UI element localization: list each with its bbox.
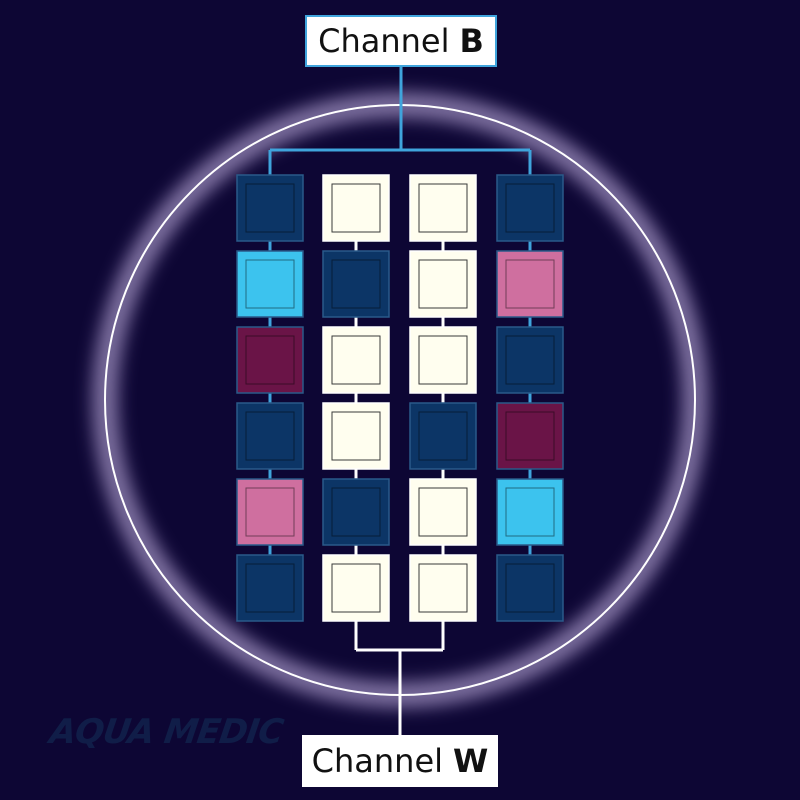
led-outer <box>409 326 477 394</box>
led-outer <box>322 326 390 394</box>
led-inner <box>331 259 381 309</box>
led-inner <box>245 259 295 309</box>
led-inner <box>331 183 381 233</box>
led-inner <box>245 335 295 385</box>
led-inner <box>505 563 555 613</box>
led-inner <box>331 411 381 461</box>
led-outer <box>236 554 304 622</box>
led-outer <box>236 250 304 318</box>
led-outer <box>496 402 564 470</box>
led-inner <box>505 335 555 385</box>
channel-b-prefix: Channel <box>318 22 450 60</box>
led-red-r3-c1 <box>236 326 304 394</box>
led-inner <box>505 487 555 537</box>
led-inner <box>418 411 468 461</box>
brand-logo: AQUA MEDIC <box>47 712 286 752</box>
led-inner <box>331 563 381 613</box>
led-royal-blue-r4-c1 <box>236 402 304 470</box>
led-pink-r2-c4 <box>496 250 564 318</box>
channel-w-letter: W <box>453 742 489 780</box>
led-outer <box>496 478 564 546</box>
led-inner <box>331 335 381 385</box>
led-pink-r5-c1 <box>236 478 304 546</box>
led-outer <box>496 326 564 394</box>
led-inner <box>418 487 468 537</box>
led-outer <box>409 478 477 546</box>
led-inner <box>418 183 468 233</box>
led-cyan-r5-c4 <box>496 478 564 546</box>
led-inner <box>245 563 295 613</box>
led-white-r3-c2 <box>322 326 390 394</box>
led-outer <box>322 174 390 242</box>
led-outer <box>236 174 304 242</box>
led-inner <box>505 411 555 461</box>
led-outer <box>322 478 390 546</box>
led-white-r4-c2 <box>322 402 390 470</box>
led-white-r1-c2 <box>322 174 390 242</box>
led-royal-blue-r6-c4 <box>496 554 564 622</box>
led-outer <box>322 250 390 318</box>
led-inner <box>418 335 468 385</box>
led-inner <box>331 487 381 537</box>
led-royal-blue-r2-c2 <box>322 250 390 318</box>
led-outer <box>236 326 304 394</box>
led-inner <box>245 411 295 461</box>
led-outer <box>236 402 304 470</box>
led-white-r3-c3 <box>409 326 477 394</box>
led-outer <box>236 478 304 546</box>
led-outer <box>496 554 564 622</box>
led-inner <box>245 183 295 233</box>
led-white-r1-c3 <box>409 174 477 242</box>
led-outer <box>409 402 477 470</box>
led-outer <box>409 174 477 242</box>
led-outer <box>496 250 564 318</box>
led-cyan-r2-c1 <box>236 250 304 318</box>
led-royal-blue-r3-c4 <box>496 326 564 394</box>
led-white-r5-c3 <box>409 478 477 546</box>
led-inner <box>505 183 555 233</box>
led-white-r6-c2 <box>322 554 390 622</box>
led-inner <box>418 259 468 309</box>
led-inner <box>418 563 468 613</box>
led-outer <box>322 402 390 470</box>
led-royal-blue-r6-c1 <box>236 554 304 622</box>
led-outer <box>496 174 564 242</box>
led-royal-blue-r4-c3 <box>409 402 477 470</box>
led-outer <box>322 554 390 622</box>
led-outer <box>409 250 477 318</box>
led-outer <box>409 554 477 622</box>
channel-b-letter: B <box>459 22 484 60</box>
led-royal-blue-r1-c4 <box>496 174 564 242</box>
led-royal-blue-r5-c2 <box>322 478 390 546</box>
led-inner <box>245 487 295 537</box>
led-red-r4-c4 <box>496 402 564 470</box>
led-inner <box>505 259 555 309</box>
led-white-r2-c3 <box>409 250 477 318</box>
led-royal-blue-r1-c1 <box>236 174 304 242</box>
led-white-r6-c3 <box>409 554 477 622</box>
ring-glow-inner <box>100 100 700 700</box>
channel-w-prefix: Channel <box>311 742 444 780</box>
